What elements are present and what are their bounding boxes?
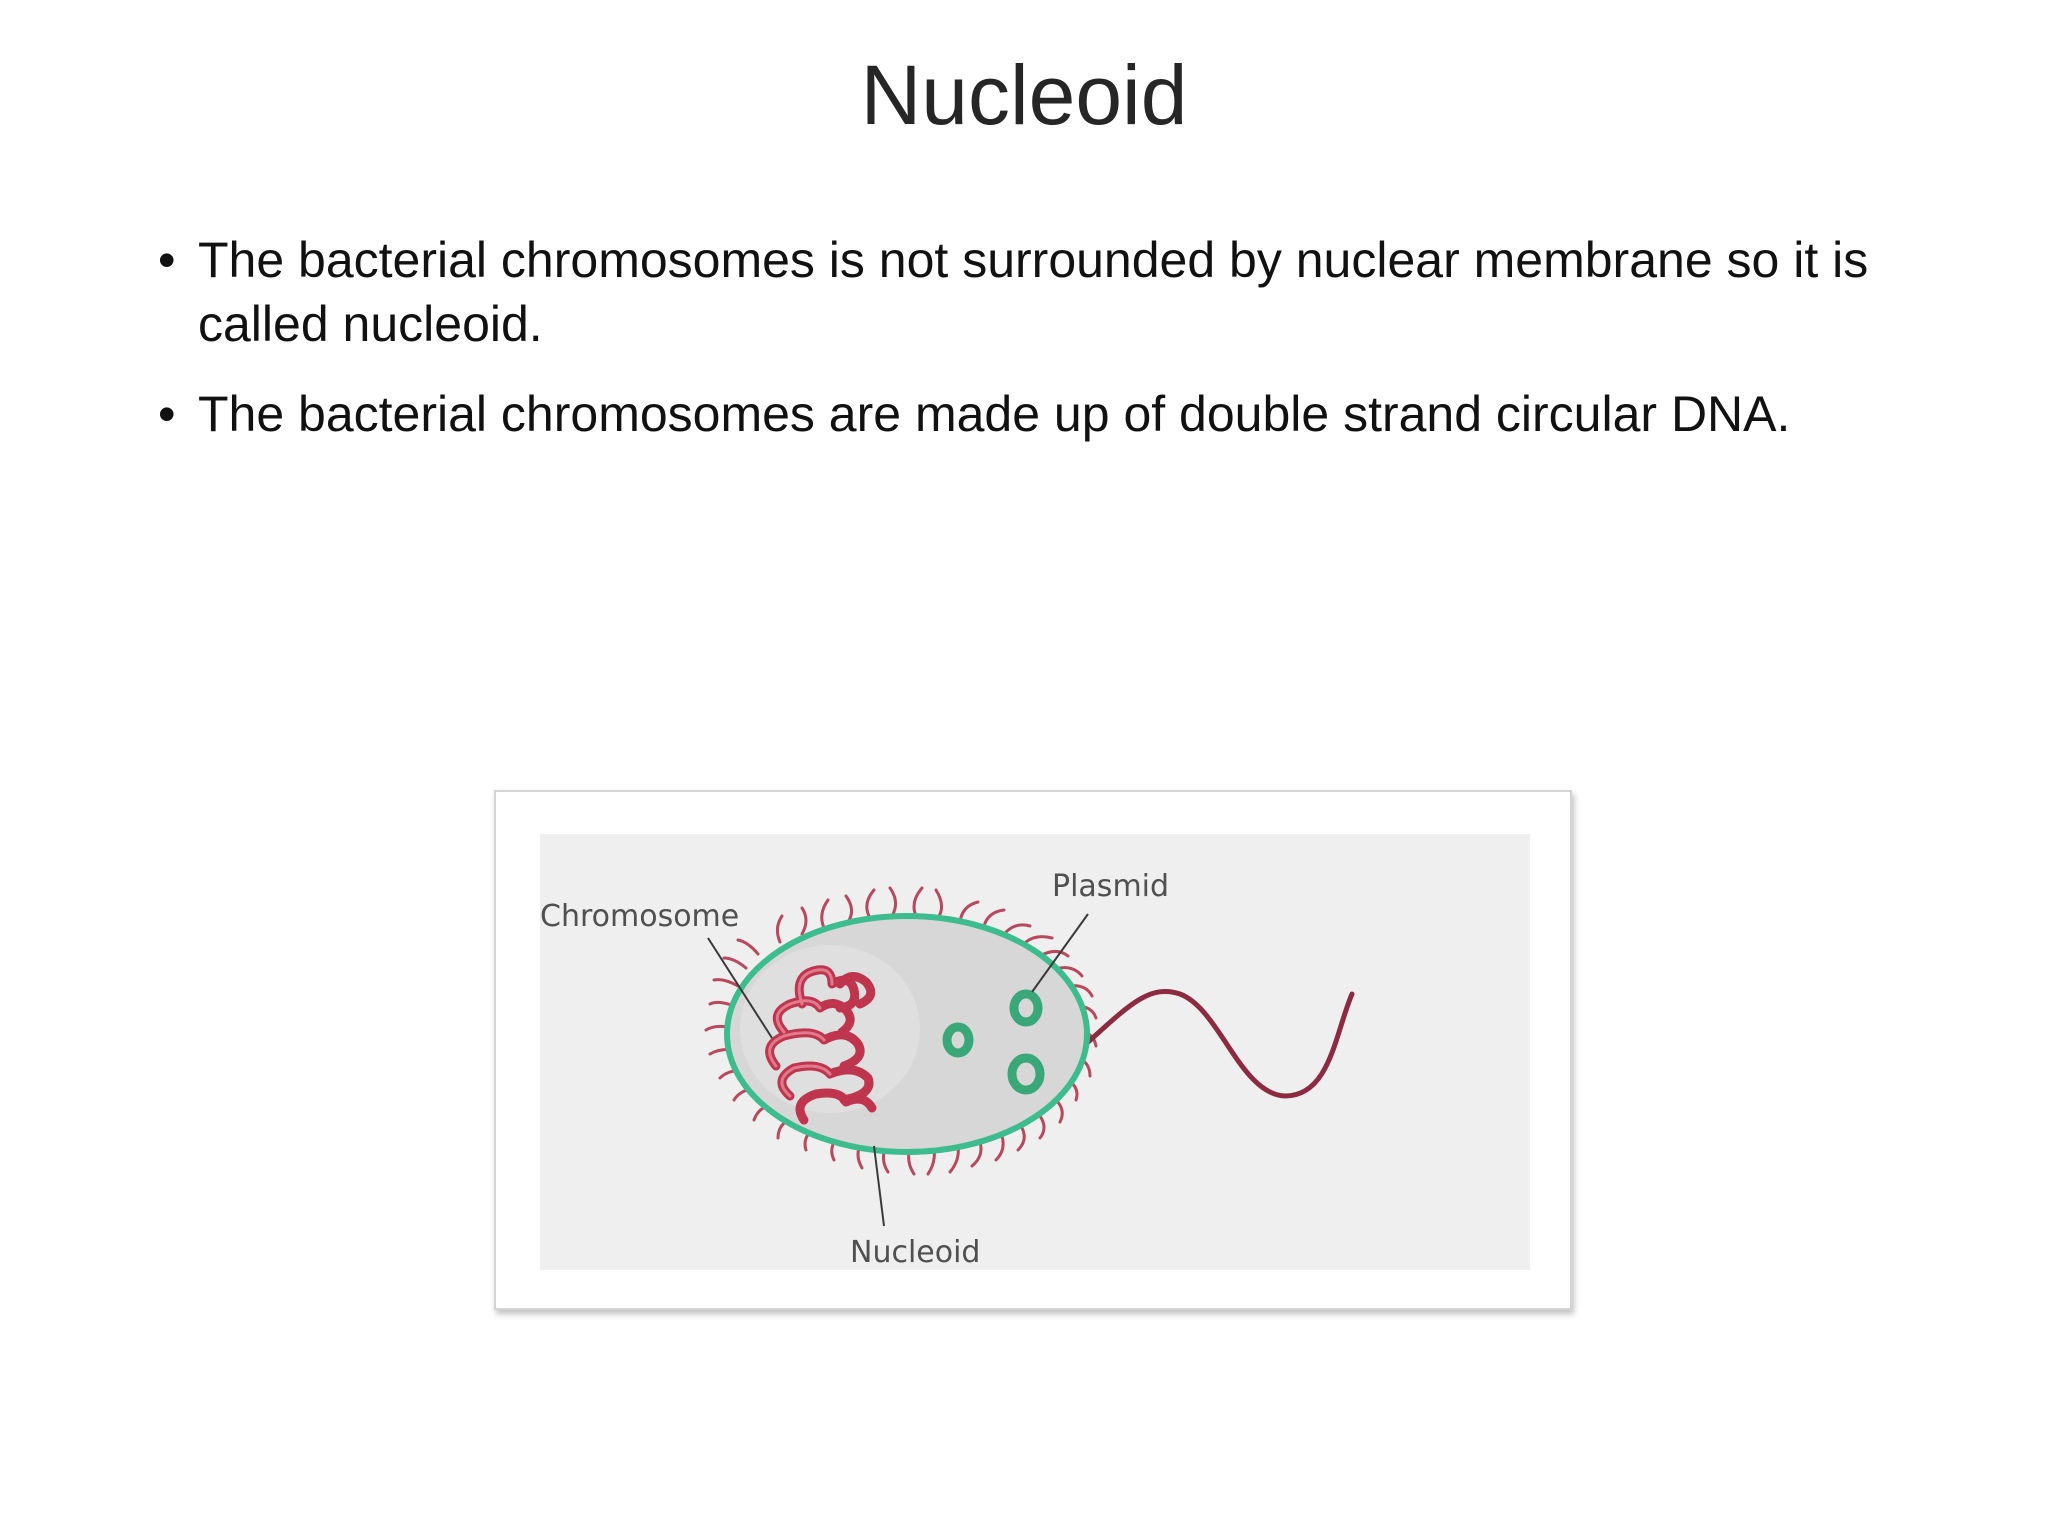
bacterium-figure: Chromosome Plasmid Nucleoid (540, 834, 1530, 1270)
bullet-text: The bacterial chromosomes is not surroun… (198, 232, 1869, 352)
bacterium-figure-frame: Chromosome Plasmid Nucleoid (494, 790, 1572, 1310)
plasmid (1009, 989, 1043, 1027)
chromosome-highlight (768, 968, 834, 1098)
plasmid (942, 1022, 974, 1058)
plasmid-label: Plasmid (1052, 869, 1169, 904)
bullet-marker: • (158, 386, 176, 442)
chromosome-label: Chromosome (540, 899, 739, 934)
plasmid (1007, 1053, 1045, 1095)
bullet-marker: • (158, 232, 176, 288)
bullet-item: • The bacterial chromosomes are made up … (158, 382, 1998, 446)
plasmid-leader-line (1031, 913, 1089, 993)
bullet-text: The bacterial chromosomes are made up of… (198, 386, 1791, 442)
plasmids (942, 989, 1045, 1095)
bacterium-diagram: Chromosome Plasmid Nucleoid (540, 869, 1355, 1270)
nucleoid-label: Nucleoid (850, 1235, 980, 1270)
bullet-item: • The bacterial chromosomes is not surro… (158, 228, 1998, 356)
nucleoid-leader-line (873, 1145, 885, 1227)
leader-lines (707, 913, 1089, 1227)
flagellum (1083, 988, 1355, 1099)
slide-title: Nucleoid (860, 48, 1188, 142)
bullet-list: • The bacterial chromosomes is not surro… (158, 228, 1998, 472)
chromosome-leader-line (707, 937, 773, 1039)
